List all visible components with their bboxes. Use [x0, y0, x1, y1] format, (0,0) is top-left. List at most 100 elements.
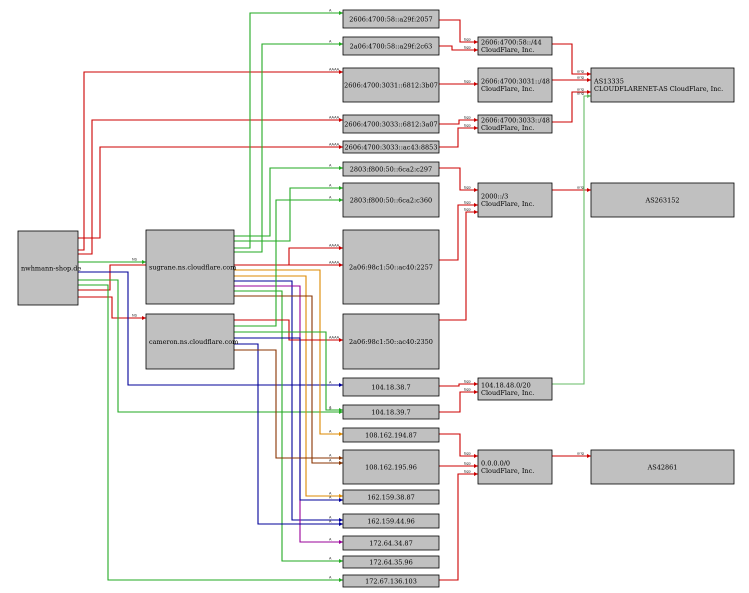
node-as3[interactable]: AS42861 — [590, 449, 735, 485]
edge-arrowhead — [474, 454, 478, 458]
edge-arrowhead — [142, 316, 146, 320]
node-v4b[interactable]: 104.18.39.7 — [342, 404, 440, 420]
node-label: 2606:4700:3031::/48 — [481, 78, 550, 86]
node-v6h[interactable]: 2a06:98c1:50::ac40:2257 — [342, 229, 440, 305]
edge-arrowhead — [339, 338, 343, 342]
edge-label: A — [329, 40, 332, 44]
edge-arrowhead — [339, 246, 343, 250]
node-box — [342, 427, 440, 443]
node-box — [145, 229, 235, 305]
node-as2[interactable]: AS263152 — [590, 182, 735, 218]
edge-arrowhead — [339, 263, 343, 267]
edge-label: AAAA — [329, 244, 340, 248]
edge-label: bgp — [464, 470, 472, 474]
node-v6g[interactable]: 2803:f800:50::6ca2:c360 — [342, 182, 440, 218]
node-box — [145, 313, 235, 370]
edge-arrowhead — [474, 464, 478, 468]
node-label: 2000::/3 — [481, 193, 508, 201]
node-box — [342, 404, 440, 420]
node-label: 2606:4700:3031::6812:3b07 — [344, 81, 438, 89]
edge-label: A — [329, 184, 332, 188]
edge-arrowhead — [339, 70, 343, 74]
node-label: 2a06:98c1:50::ac40:2257 — [349, 263, 433, 271]
edge-root-to-v4i — [78, 284, 343, 581]
node-v6b[interactable]: 2a06:4700:58::a29f:2c63 — [342, 36, 440, 56]
edge-arrowhead — [339, 456, 343, 460]
node-v4f[interactable]: 162.159.44.96 — [342, 513, 440, 529]
edge-ns1-to-v4d — [234, 295, 343, 464]
node-v6a[interactable]: 2606:4700:58::a29f:2057 — [342, 9, 440, 29]
node-box — [342, 313, 440, 370]
node-v6e[interactable]: 2606:4700:3033::ac43:8853 — [342, 140, 440, 154]
node-label: 2a06:4700:58::a29f:2c63 — [350, 42, 433, 50]
edge-ns1-to-v6a — [234, 12, 343, 249]
node-ns1[interactable]: sugrane.ns.cloudflare.com — [145, 229, 236, 305]
node-label: CloudFlare, Inc. — [481, 85, 534, 93]
edge-label: bgp — [464, 186, 472, 190]
node-ns2[interactable]: cameron.ns.cloudflare.com — [145, 313, 238, 370]
node-v4c[interactable]: 108.162.194.87 — [342, 427, 440, 443]
edge-arrowhead — [587, 454, 591, 458]
node-v4a[interactable]: 104.18.38.7 — [342, 377, 440, 397]
edge-v6e-to-pfx3 — [439, 127, 478, 148]
edge-arrowhead — [587, 90, 591, 94]
node-label: CloudFlare, Inc. — [481, 124, 534, 132]
node-v6f[interactable]: 2803:f800:50::6ca2:c297 — [342, 161, 440, 177]
edge-arrowhead — [587, 78, 591, 82]
node-box — [342, 114, 440, 134]
edge-arrowhead — [474, 203, 478, 207]
edge-v6b-to-pfx1 — [439, 45, 478, 51]
node-label: 2606:4700:3033::6812:3a07 — [344, 120, 437, 128]
edge-v6h-to-pfx4 — [439, 204, 478, 261]
node-box — [342, 555, 440, 569]
edge-ns2-to-v4b — [234, 331, 343, 411]
edge-arrowhead — [339, 494, 343, 498]
node-v4h[interactable]: 172.64.35.96 — [342, 555, 440, 569]
edge-label: AAAA — [329, 116, 340, 120]
edge-root-to-v4b — [78, 279, 343, 413]
edge-label: AAAA — [329, 143, 340, 147]
node-label: CloudFlare, Inc. — [481, 467, 534, 475]
node-label: 2803:f800:50::6ca2:c297 — [350, 165, 432, 173]
node-label: cameron.ns.cloudflare.com — [149, 338, 238, 346]
node-label: CloudFlare, Inc. — [481, 46, 534, 54]
edge-root-to-v6e — [78, 146, 343, 239]
edge-label: A — [329, 492, 332, 496]
node-v6d[interactable]: 2606:4700:3033::6812:3a07 — [342, 114, 440, 134]
node-box — [342, 449, 440, 485]
edge-arrowhead — [339, 145, 343, 149]
node-v4i[interactable]: 172.67.136.103 — [342, 574, 440, 588]
node-v4g[interactable]: 172.64.34.87 — [342, 535, 440, 551]
edge-ns1-to-v6b — [234, 43, 343, 253]
edge-label: A — [329, 538, 332, 542]
edge-label: A — [329, 196, 332, 200]
node-box — [590, 67, 735, 103]
node-box — [342, 489, 440, 505]
node-label: AS263152 — [645, 196, 680, 204]
node-root[interactable]: nwhmann-shop.de — [17, 230, 81, 306]
edge-v6d-to-pfx3 — [439, 119, 478, 125]
edge-arrowhead — [339, 408, 343, 412]
edge-label: A — [329, 496, 332, 500]
node-box — [477, 36, 553, 56]
node-v6i[interactable]: 2a06:98c1:50::ac40:2350 — [342, 313, 440, 370]
edge-arrowhead — [474, 382, 478, 386]
edge-label: A — [329, 557, 332, 561]
node-v6c[interactable]: 2606:4700:3031::6812:3b07 — [342, 67, 440, 103]
edge-arrowhead — [339, 118, 343, 122]
node-label: 2606:4700:3033::/48 — [481, 117, 550, 125]
edge-label: bgp — [464, 201, 472, 205]
node-label: 2606:4700:58::/44 — [481, 39, 542, 47]
node-v4e[interactable]: 162.159.38.87 — [342, 489, 440, 505]
node-v4d[interactable]: 108.162.195.96 — [342, 449, 440, 485]
edge-label: AAAA — [329, 336, 340, 340]
edge-arrowhead — [474, 188, 478, 192]
node-label: sugrane.ns.cloudflare.com — [149, 263, 236, 271]
